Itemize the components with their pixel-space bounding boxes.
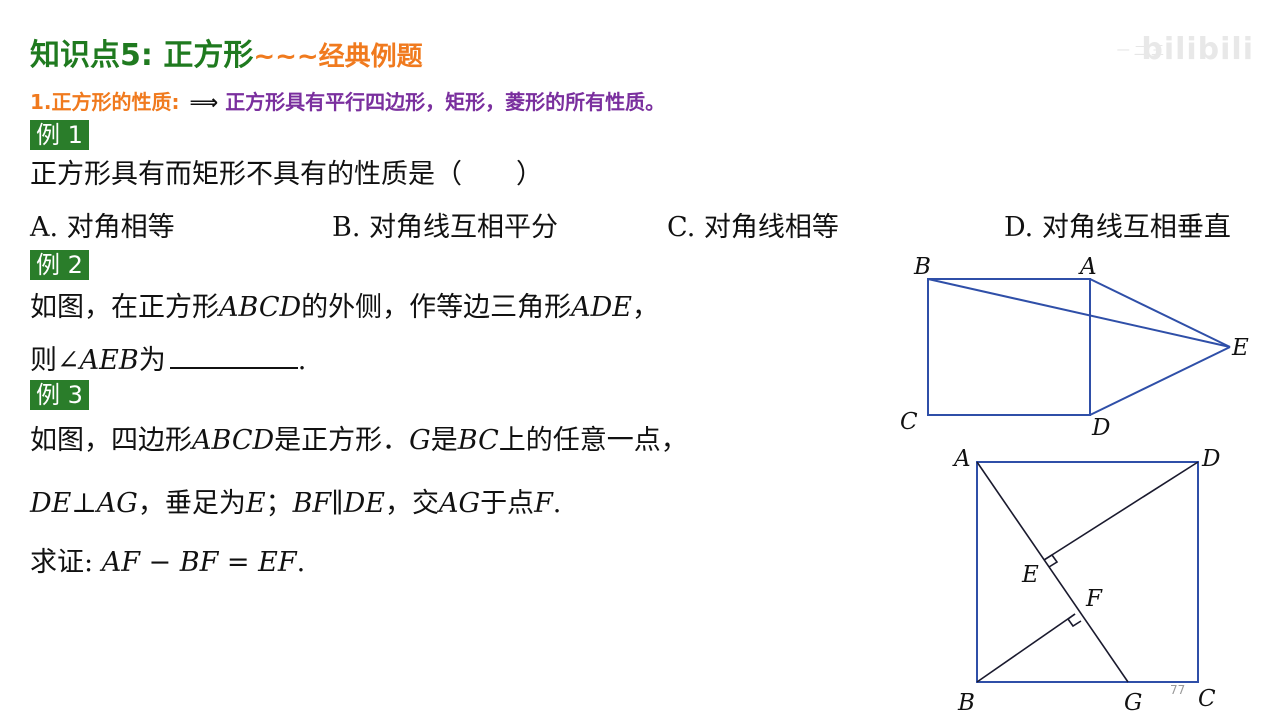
segment-ag xyxy=(976,461,1129,683)
label-b: B xyxy=(913,254,931,280)
example-1-badge: 例 1 xyxy=(30,120,89,150)
label-a: A xyxy=(1078,254,1097,280)
page-title: 知识点5: 正方形~~~经典例题 xyxy=(30,30,423,74)
page-number: 77 xyxy=(1170,683,1186,697)
example-1-option-a: A. 对角相等 xyxy=(30,212,175,243)
label-a: A xyxy=(952,446,971,472)
property-line: 1.正方形的性质: ⟹正方形具有平行四边形，矩形，菱形的所有性质。 xyxy=(30,86,665,115)
segment-de xyxy=(1043,461,1199,561)
bilibili-logo: bilibili xyxy=(1141,32,1254,67)
label-c: C xyxy=(900,409,918,435)
segment-ae xyxy=(1089,278,1231,348)
example-1-option-d: D. 对角线互相垂直 xyxy=(1004,212,1231,243)
label-b: B xyxy=(957,690,975,716)
figure-example-2: B A E C D xyxy=(900,254,1249,441)
property-label: 1.正方形的性质: xyxy=(30,90,180,114)
example-2-badge: 例 2 xyxy=(30,250,89,280)
label-g: G xyxy=(1124,690,1142,716)
right-angle-mark-e xyxy=(1043,553,1059,568)
figure-example-3: A D E F B G C xyxy=(952,446,1220,716)
watermark-small-text: 一 二 三 xyxy=(1116,44,1164,59)
segment-de xyxy=(1089,346,1231,416)
title-main: 知识点5: 正方形 xyxy=(30,38,254,73)
example-3-badge: 例 3 xyxy=(30,380,89,410)
example-3-line-3: 求证: AF − BF = EF. xyxy=(30,547,306,578)
example-3-line-2: DE⊥AG，垂足为E；BF∥DE，交AG于点F. xyxy=(30,488,562,519)
example-2-line-1: 如图，在正方形ABCD的外侧，作等边三角形ADE， xyxy=(30,292,660,323)
label-f: F xyxy=(1085,586,1103,612)
label-e: E xyxy=(1021,562,1039,588)
example-1-option-c: C. 对角线相等 xyxy=(667,212,839,243)
implies-arrow-icon: ⟹ xyxy=(189,90,219,114)
label-c: C xyxy=(1198,686,1216,712)
right-angle-mark-f xyxy=(1066,613,1082,628)
label-d: D xyxy=(1201,446,1220,472)
answer-blank xyxy=(169,343,298,369)
label-d: D xyxy=(1091,415,1110,441)
example-2-line-2: 则∠AEB为. xyxy=(30,343,307,376)
square-abcd xyxy=(976,461,1199,683)
example-3-line-1: 如图，四边形ABCD是正方形．G是BC上的任意一点， xyxy=(30,425,688,456)
property-text: 正方形具有平行四边形，矩形，菱形的所有性质。 xyxy=(225,90,666,114)
label-e: E xyxy=(1231,335,1249,361)
title-sub: ~~~经典例题 xyxy=(253,42,423,72)
example-1-question: 正方形具有而矩形不具有的性质是（ ） xyxy=(30,159,543,190)
square-abcd xyxy=(927,278,1091,416)
segment-be xyxy=(927,278,1231,348)
segment-bf xyxy=(976,613,1076,683)
example-1-option-b: B. 对角线互相平分 xyxy=(332,212,559,243)
